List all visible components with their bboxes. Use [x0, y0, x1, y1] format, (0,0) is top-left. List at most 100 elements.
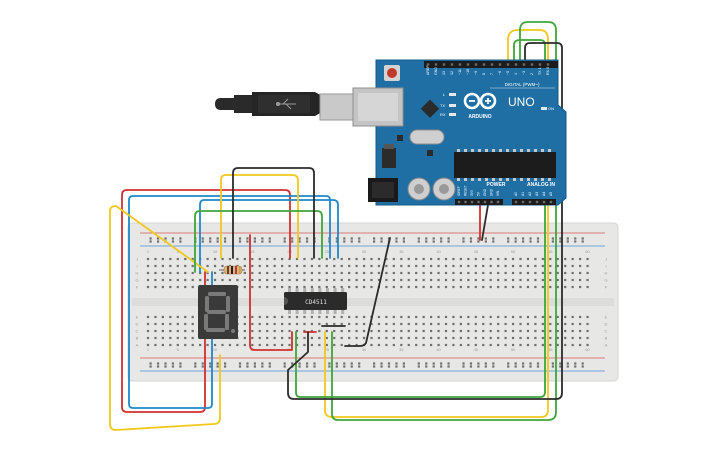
mcu-pin [506, 178, 509, 181]
digital-pin[interactable] [490, 63, 494, 66]
led-l-label: L [443, 92, 446, 97]
column-number: 50 [511, 347, 516, 352]
hole [243, 343, 246, 347]
hole [514, 237, 517, 240]
digital-pin[interactable] [538, 63, 542, 66]
hole [522, 365, 525, 368]
hole [161, 322, 164, 326]
hole [288, 257, 291, 261]
power-pin[interactable] [457, 200, 461, 204]
hole [184, 257, 187, 261]
hole [581, 362, 584, 365]
digital-pin[interactable] [546, 63, 550, 66]
hole [350, 362, 353, 365]
hole [161, 257, 164, 261]
hole [430, 278, 433, 282]
hole [291, 362, 294, 365]
hole [325, 329, 328, 333]
hole [258, 343, 261, 347]
hole [579, 257, 582, 261]
seven-segment-display[interactable]: 8 [0, 0, 238, 339]
hole [355, 278, 358, 282]
hole [519, 257, 522, 261]
row-letter: G [604, 278, 607, 283]
hole [489, 343, 492, 347]
hole [184, 336, 187, 340]
digital-pin[interactable] [466, 63, 470, 66]
hole [221, 343, 224, 347]
analog-pin[interactable] [542, 200, 546, 204]
hole [216, 237, 219, 240]
hole [447, 365, 450, 368]
hole [430, 329, 433, 333]
hole [507, 237, 510, 240]
ic-pins [288, 288, 345, 314]
analog-pin[interactable] [535, 200, 539, 204]
power-pin[interactable] [477, 200, 480, 204]
hole [373, 362, 376, 365]
hole [258, 271, 261, 275]
digital-pin[interactable] [530, 63, 534, 66]
hole [541, 315, 544, 319]
mcu-pin [513, 178, 516, 181]
resistor[interactable] [219, 265, 245, 275]
hole [171, 237, 175, 240]
usb-cable[interactable] [215, 92, 356, 121]
mcu-pin [534, 178, 537, 181]
digital-pin[interactable] [498, 63, 502, 66]
analog-pin[interactable] [549, 200, 553, 204]
hole [469, 240, 473, 243]
hole [194, 365, 197, 368]
hole [571, 343, 574, 347]
hole [348, 336, 351, 340]
digital-pin[interactable] [442, 63, 446, 66]
analog-pin[interactable] [528, 200, 532, 204]
power-pin[interactable] [490, 200, 493, 204]
reset-button[interactable] [384, 65, 400, 81]
hole [534, 343, 537, 347]
digital-pin[interactable] [522, 63, 526, 66]
hole [519, 315, 522, 319]
hole [251, 257, 254, 261]
digital-pin[interactable] [506, 63, 510, 66]
digital-pin[interactable] [450, 63, 454, 66]
analog-header[interactable] [512, 199, 556, 205]
hole [497, 271, 500, 275]
hole [213, 343, 217, 347]
hole [268, 237, 271, 240]
hole [400, 285, 403, 289]
hole [184, 315, 187, 319]
hole [556, 315, 559, 319]
power-pin[interactable] [496, 200, 500, 204]
digital-pin[interactable] [474, 63, 478, 66]
digital-pin[interactable] [434, 63, 438, 66]
analog-pin[interactable] [521, 200, 525, 204]
hole [164, 365, 167, 368]
digital-pin[interactable] [458, 63, 462, 66]
hole [385, 329, 388, 333]
digital-pin[interactable] [426, 63, 430, 66]
wire-green-inner [194, 210, 323, 273]
hole [477, 365, 480, 368]
analog-pin[interactable] [514, 200, 518, 204]
hole [348, 322, 351, 326]
hole [281, 257, 284, 261]
hole [370, 271, 373, 275]
power-pin[interactable] [464, 200, 467, 204]
analog-pin-label: A2 [528, 192, 532, 196]
hole [295, 285, 299, 289]
hole [154, 271, 157, 275]
digital-pin[interactable] [514, 63, 518, 66]
digital-pin[interactable] [482, 63, 486, 66]
hole [146, 329, 150, 333]
hole [452, 322, 455, 326]
power-pin[interactable] [470, 200, 474, 204]
hole [318, 343, 321, 347]
wires[interactable] [109, 21, 563, 431]
hole [362, 257, 366, 261]
hole [526, 264, 530, 268]
power-pin[interactable] [483, 200, 487, 204]
ic-chip[interactable]: CD4511 [284, 288, 347, 314]
hole [253, 237, 256, 240]
